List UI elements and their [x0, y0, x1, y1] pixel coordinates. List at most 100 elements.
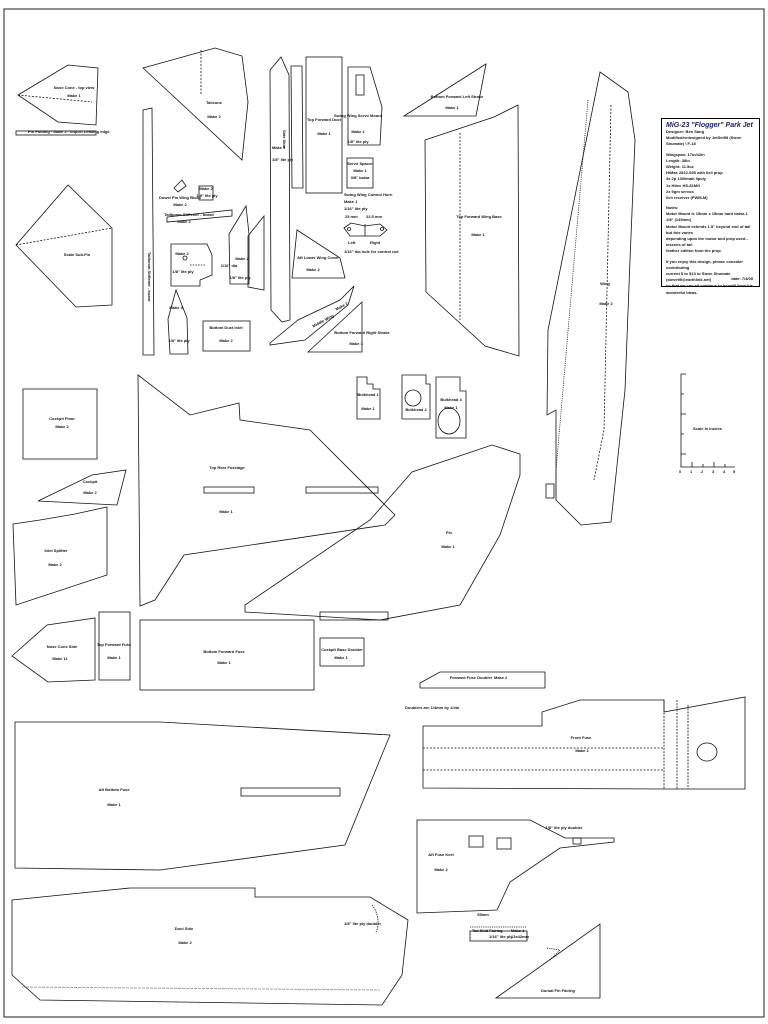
label-tailboom-stiffener: Tailboom Stiffener - board — [164, 212, 214, 217]
label-servo-spacer-thk: 3/8" balsa — [350, 175, 370, 180]
part-fin — [244, 444, 521, 621]
label-control-horn-qty: Make 1 — [344, 199, 358, 204]
part-bulkhead-3 — [435, 376, 467, 439]
part-aft-fuse-keel — [416, 819, 615, 914]
label-tail-skid-ply: 1/16" lite ply — [489, 934, 513, 939]
part-inlet-splitter — [12, 506, 108, 606]
label-nose-cone-top: Nose Cone - top view — [53, 85, 95, 90]
title-block: MiG-23 "Flogger" Park Jet Designer: Ben … — [661, 118, 760, 295]
label-servo-mount-qty: Make 1 — [351, 129, 365, 134]
part-dowel-block-b — [198, 185, 214, 201]
label-top-forward-fuse: Top Forward Fuse — [96, 642, 132, 647]
label-tailcone: Tailcone — [206, 100, 222, 105]
label-top-forward-wing-base-qty: Make 1 — [471, 232, 485, 237]
part-servo-tray — [170, 243, 213, 287]
spec-receiver: 6ch receiver (PWM-M) — [666, 194, 708, 200]
label-right: Right — [370, 240, 381, 245]
label-servo-tray-qty: Make 2 — [175, 251, 189, 256]
label-inlet-splitter-qty: Make 2 — [48, 562, 62, 567]
label-strut-qty: Make 2 — [235, 256, 249, 261]
scale-tick-5: 5 — [733, 469, 736, 474]
note-3: depending upon the motor and prop used..… — [666, 236, 749, 248]
label-make4-qty: Make 4 — [169, 305, 183, 310]
label-scale-sub-fin: Scale Sub-Fin — [63, 252, 91, 257]
label-duct-ply-doubler: 1/8" lite ply doubler — [344, 921, 382, 926]
part-bottom-duct-inlet — [202, 320, 251, 352]
part-control-horn — [343, 222, 388, 237]
label-front-fuse-qty: Make 2 — [575, 748, 589, 753]
spec-weight: Weight: 11.5oz — [666, 163, 694, 169]
note-6: current $ to $13 to Steve Shumate (steve… — [666, 270, 731, 283]
part-top-forward-duct — [305, 56, 343, 194]
label-right-strake-qty: Make 1 — [349, 341, 363, 346]
part-strut-a — [228, 204, 250, 285]
label-cockpit: Cockpit — [82, 479, 98, 484]
modified-text: Modified/redesigned by JetSet98 (Steve S… — [666, 135, 742, 147]
part-top-forward-fuse — [98, 611, 131, 681]
label-dowel-pin-block: Dowel Pin Wing Block — [159, 195, 201, 200]
note-7: so that we can all continue to benefit f… — [666, 283, 753, 295]
note-5: If you enjoy this design, please conside… — [666, 258, 743, 270]
label-bottom-duct-inlet: Bottom Duct Inlet — [209, 325, 243, 330]
part-make4 — [167, 288, 189, 355]
label-bulkhead-1-qty: Make 1 — [361, 406, 375, 411]
part-nose-cone-top — [17, 64, 99, 126]
plan-date: date: 7/4/05 — [731, 275, 753, 281]
label-fin: Fin — [446, 530, 452, 535]
spec-battery: 3s 2p 1300mah lipoly — [666, 176, 707, 182]
label-dim-25: 25 mm — [345, 214, 358, 219]
label-cockpit-floor-qty: Make 2 — [55, 424, 69, 429]
note-4: feather edition from the prop — [666, 248, 721, 254]
spec-servo-2: 2x 9gm servos — [666, 188, 694, 194]
part-bulkhead-1 — [356, 376, 381, 420]
label-wing-qty: Make 2 — [599, 301, 613, 306]
label-tail-skid-dim: 13x42mm — [511, 934, 530, 939]
part-bottom-forward-fuse — [139, 619, 315, 691]
part-cockpit-floor — [22, 388, 98, 460]
part-cockpit — [37, 469, 127, 506]
spec-motor: HiMax 2812-655 with 6x4 prop — [666, 170, 723, 176]
label-aft-bottom-fuse: Aft Bottom Fuse — [98, 787, 130, 792]
label-bottom-duct-inlet-qty: Make 2 — [219, 338, 233, 343]
notes-heading: Notes: — [666, 205, 679, 211]
part-nose-cone-side — [11, 617, 96, 683]
label-left-strake: Bottom Forward Left Strake — [430, 94, 484, 99]
note-2: Motor Mount extends 1.5" beyond end of t… — [666, 223, 751, 235]
spec-length: Length: 38in — [666, 157, 690, 163]
label-bulkhead-1: Bulkhead 1 — [357, 392, 379, 397]
label-dowel-block-ply: 1/8" lite ply — [196, 193, 218, 198]
label-dim-55: 55mm — [477, 912, 489, 917]
label-control-horn: Swing Wing Control Horn — [344, 192, 393, 197]
scale-tick-0: 0 — [679, 469, 682, 474]
label-right-strake: Bottom Forward Right Strake — [334, 330, 390, 335]
label-bottom-forward-fuse: Bottom Forward Fuse — [203, 649, 245, 654]
part-top-forward-wing-base — [424, 104, 520, 357]
part-strut-b — [247, 214, 265, 291]
label-tail-skid-fairing: Tail Skid Fairing — [472, 928, 503, 933]
part-bulkhead-2 — [401, 374, 431, 420]
part-middle-wing — [269, 285, 355, 346]
label-control-horn-ply: 1/16" lite ply — [344, 206, 368, 211]
part-scale-sub-fin — [15, 184, 113, 308]
label-wing: Wing — [600, 281, 610, 286]
part-aft-bottom-fuse — [14, 721, 391, 871]
spec-wingspan: Wingspan: 17in/42in — [666, 151, 705, 157]
part-pin-strip — [15, 130, 97, 136]
label-fin-qty: Make 1 — [441, 544, 455, 549]
label-left: Left — [348, 240, 356, 245]
label-top-forward-duct-qty: Make 1 — [317, 131, 331, 136]
part-front-fuse — [422, 696, 746, 790]
label-dim-22: 22.5 mm — [366, 214, 383, 219]
label-tail-skid-qty: Make 1 — [511, 928, 525, 933]
part-side-skin — [269, 56, 291, 323]
label-forward-fuse-doubler-qty: Make 2 — [494, 675, 508, 680]
part-cockpit-base-doubler — [319, 637, 365, 667]
part-tailboom-stiffener — [166, 209, 233, 223]
part-right-strake — [306, 301, 363, 353]
label-ctrl-rod-note: 1/16" dia hole for control rod — [344, 249, 399, 254]
label-inlet-splitter: Inlet Splitter — [44, 548, 68, 553]
label-top-forward-wing-base: Top Forward Wing Base — [456, 214, 502, 219]
label-left-strake-qty: Make 1 — [445, 105, 459, 110]
label-duct-side-qty: Make 2 — [178, 940, 192, 945]
